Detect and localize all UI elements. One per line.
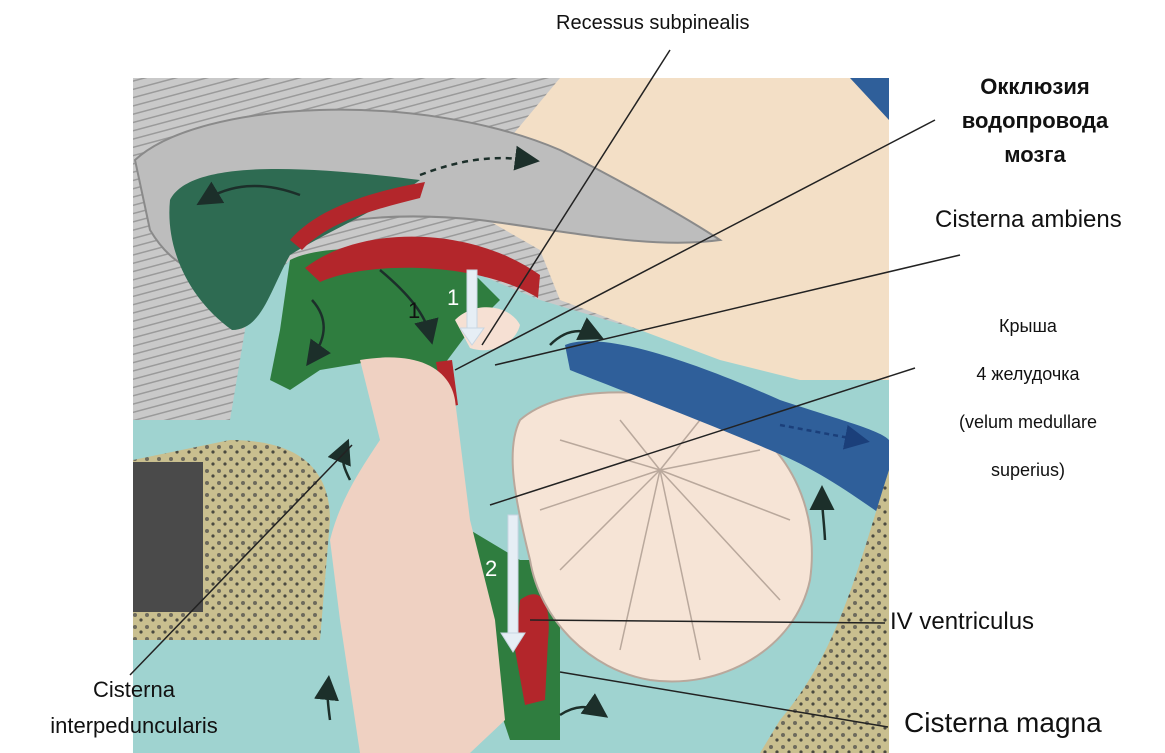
label-roof: Крыша 4 желудочка (velum medullare super…	[938, 302, 1118, 494]
label-roof-line2: 4 желудочка	[938, 350, 1118, 398]
label-occlusion: Окклюзия водопровода мозга	[935, 70, 1135, 172]
label-interped-line1: Cisterna	[0, 672, 268, 708]
label-cisterna-ambiens: Cisterna ambiens	[935, 206, 1122, 234]
marker-1-white: 1	[447, 285, 459, 311]
marker-2-white: 2	[485, 556, 497, 582]
label-cisterna-magna: Cisterna magna	[904, 707, 1102, 739]
label-occlusion-line3: мозга	[935, 138, 1135, 172]
marker-1-black: 1	[408, 298, 420, 324]
label-recessus-subpinealis: Recessus subpinealis	[556, 12, 749, 35]
label-occlusion-line2: водопровода	[935, 104, 1135, 138]
label-cisterna-interpeduncularis: Cisterna interpeduncularis	[0, 672, 268, 744]
label-occlusion-line1: Окклюзия	[935, 70, 1135, 104]
label-iv-ventriculus: IV ventriculus	[890, 608, 1034, 636]
label-roof-line4: superius)	[938, 446, 1118, 494]
label-roof-line3: (velum medullare	[938, 398, 1118, 446]
label-interped-line2: interpeduncularis	[0, 708, 268, 744]
sphenoid-dark	[133, 462, 203, 612]
label-roof-line1: Крыша	[938, 302, 1118, 350]
